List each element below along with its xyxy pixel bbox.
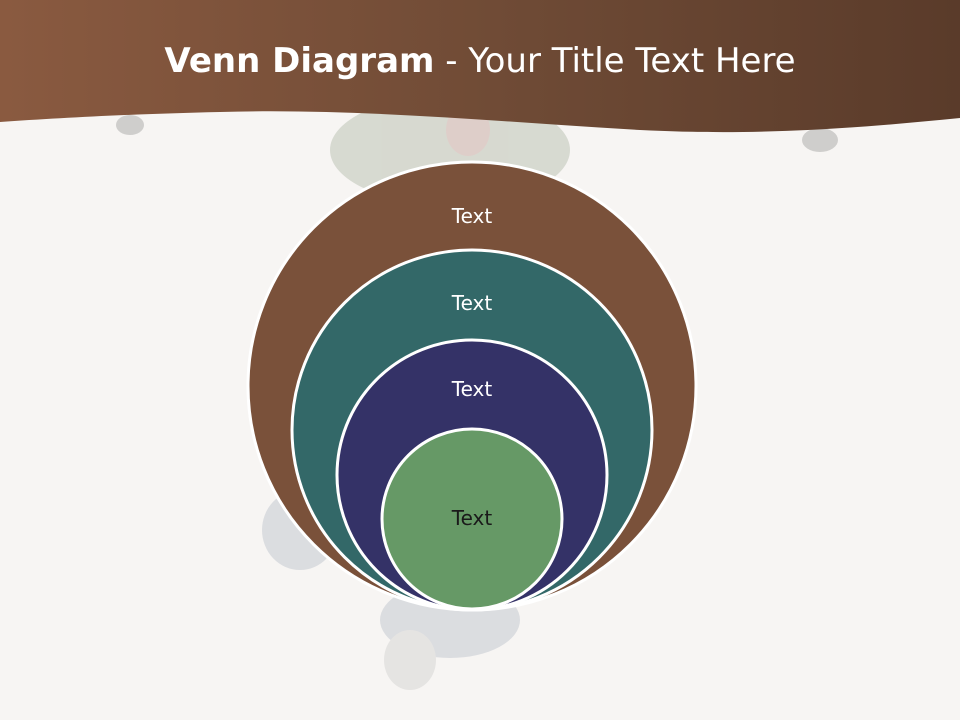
- title-banner: [0, 0, 960, 133]
- ring-label-inner: Text: [451, 506, 493, 530]
- title-rest: - Your Title Text Here: [434, 41, 796, 81]
- ring-inner: [380, 427, 564, 611]
- slide-title: Venn Diagram - Your Title Text Here: [0, 38, 960, 84]
- venn-diagram: [246, 160, 698, 612]
- ring-label-outer: Text: [451, 204, 493, 228]
- ring-label-third: Text: [451, 377, 493, 401]
- ring-label-second: Text: [451, 291, 493, 315]
- title-bold: Venn Diagram: [164, 41, 435, 81]
